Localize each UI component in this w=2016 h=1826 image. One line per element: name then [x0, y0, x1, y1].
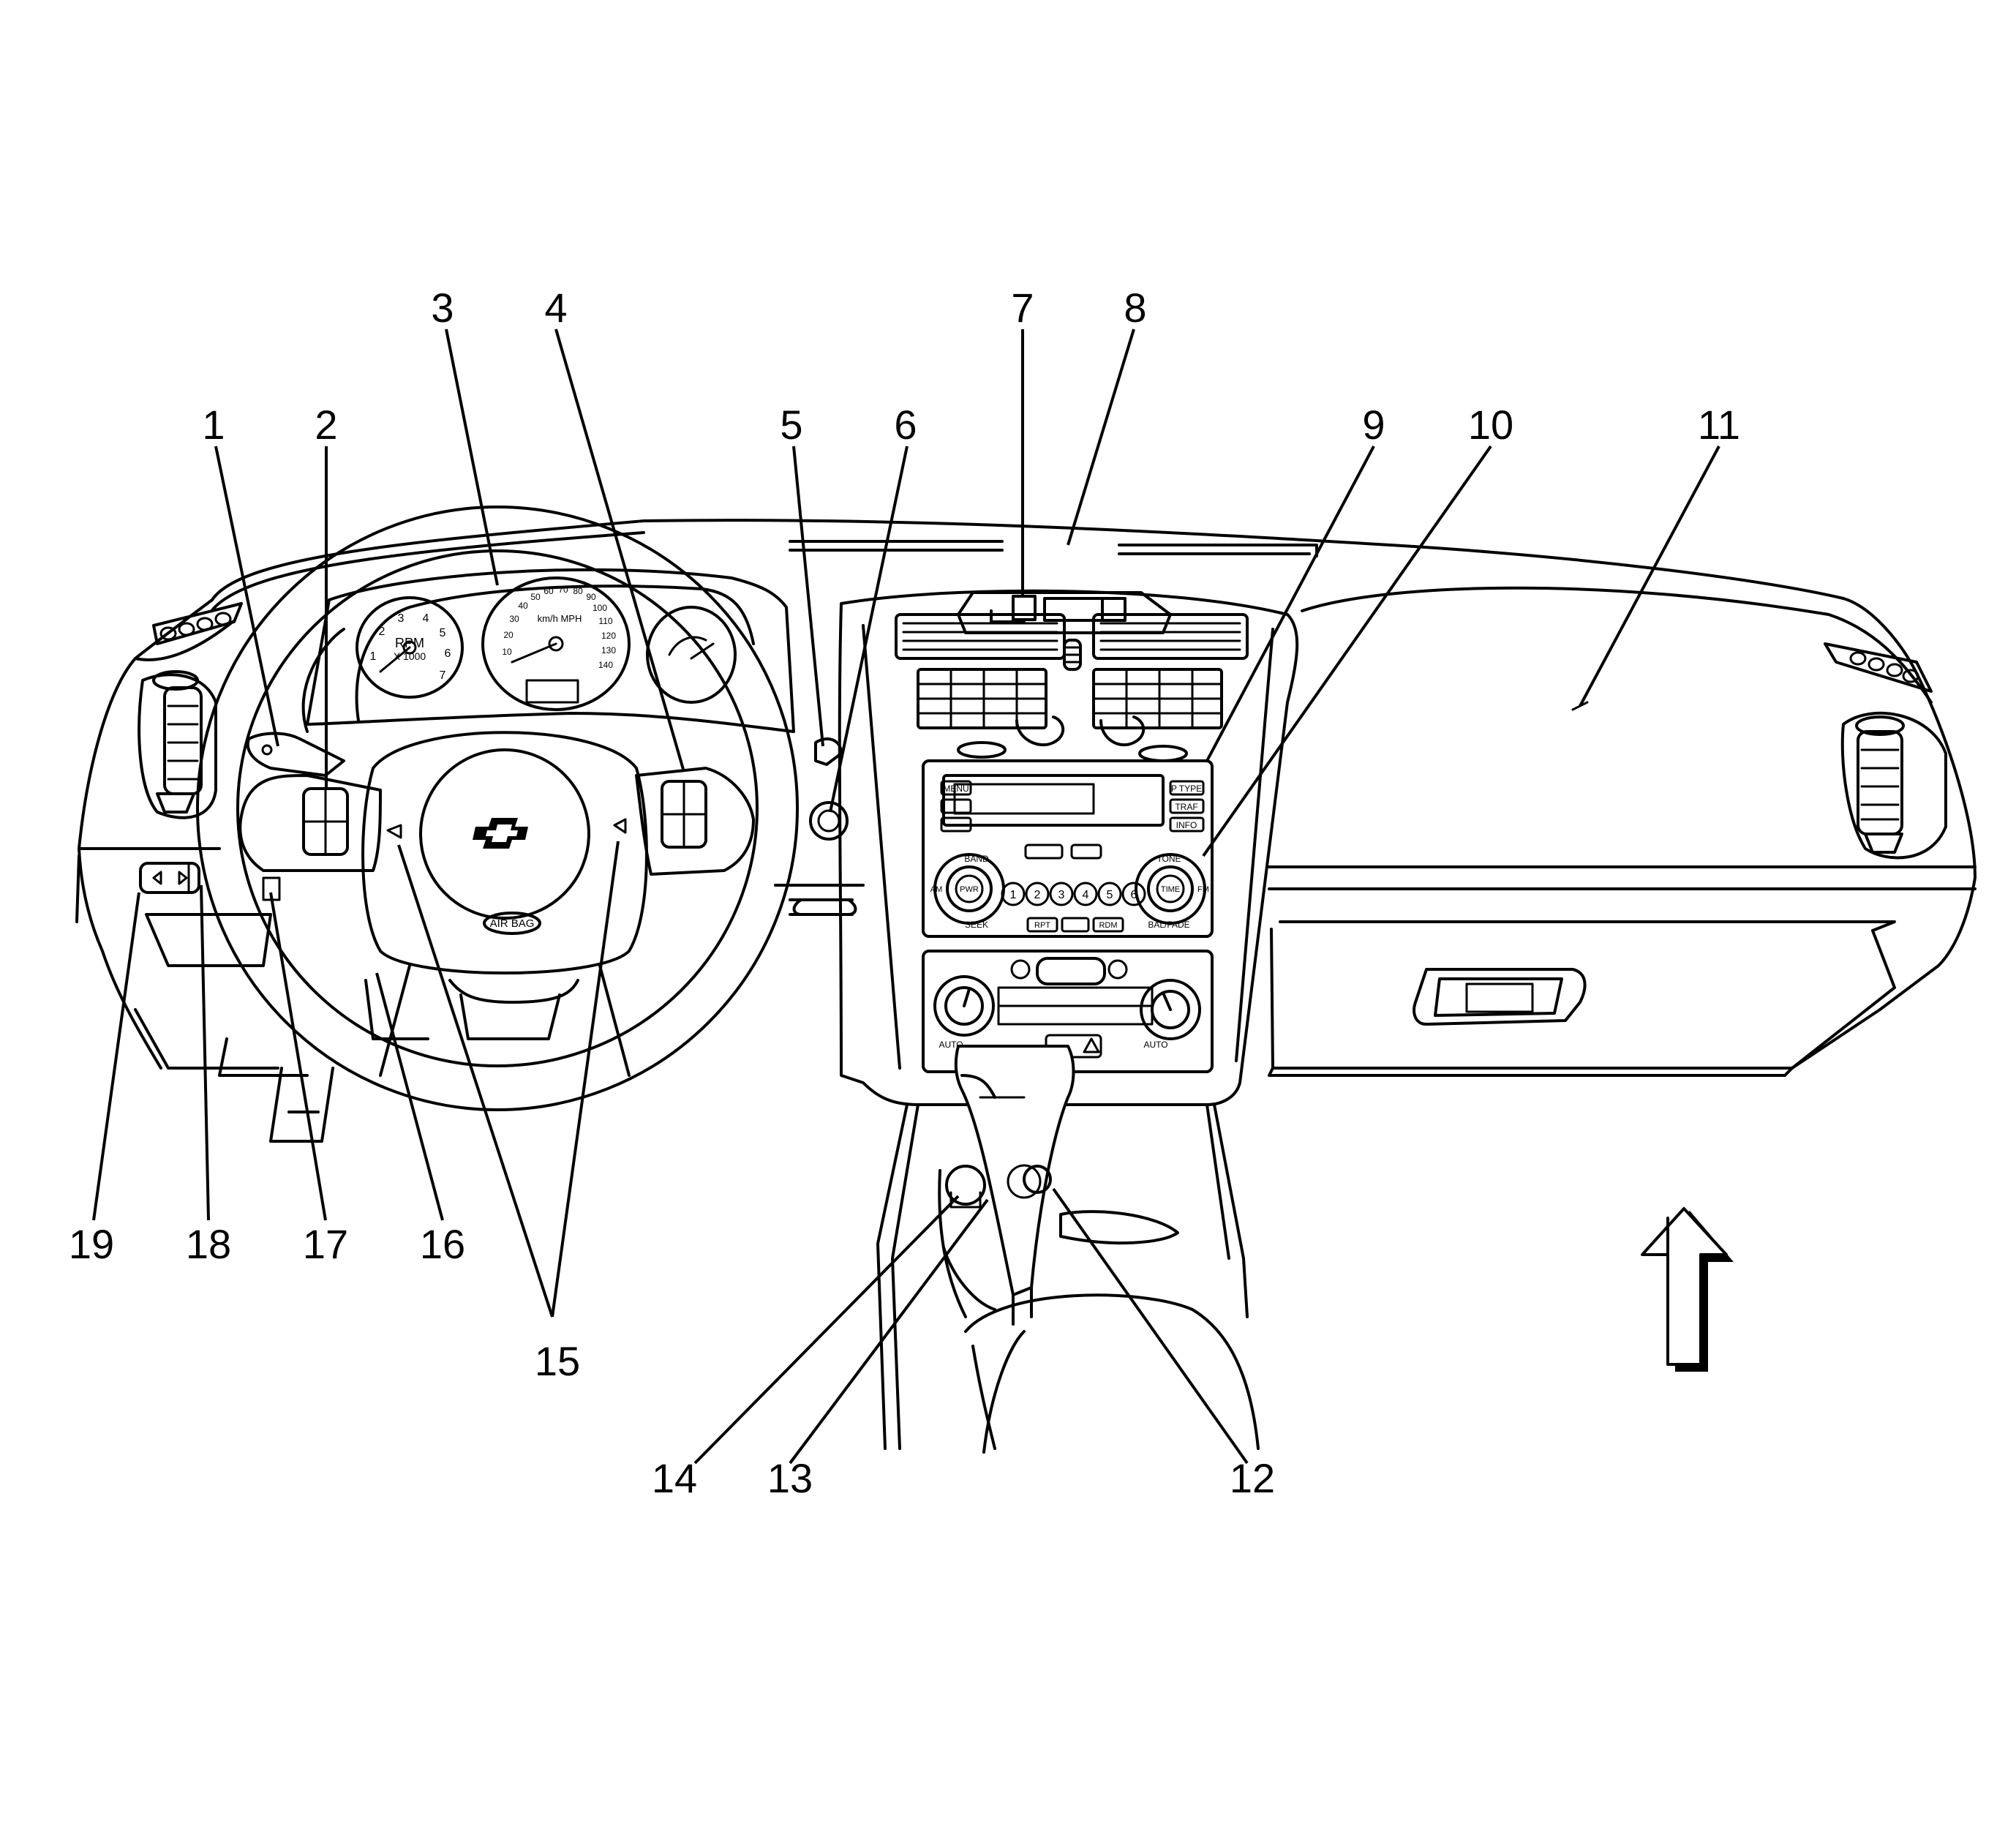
- bowtie-emblem-icon: [473, 818, 528, 849]
- instrument-cluster: RPM X 1000 km/h MPH 1 2 3 4 5 6 7 10 20 …: [306, 568, 795, 733]
- dashboard-outline: [75, 519, 1976, 1077]
- callout-9: 9: [1362, 402, 1385, 448]
- tach-number: 7: [440, 669, 446, 682]
- callout-7: 7: [1011, 285, 1034, 331]
- preset-6-label: 6: [1131, 889, 1137, 901]
- airbag-label: AIR BAG: [490, 917, 535, 930]
- callout-4: 4: [544, 285, 567, 331]
- callout-15: 15: [535, 1338, 580, 1384]
- callout-3: 3: [431, 285, 454, 331]
- leader-lines: [92, 328, 1720, 1465]
- info-label: INFO: [1176, 820, 1197, 830]
- rpm-label: RPM: [395, 636, 424, 650]
- callout-2: 2: [315, 402, 337, 448]
- center-console: [876, 1045, 1260, 1454]
- preset-1-label: 1: [1010, 889, 1017, 901]
- left-outer-vent: [138, 602, 243, 819]
- speed-number: 110: [598, 616, 612, 626]
- callout-11: 11: [1698, 402, 1740, 448]
- speed-number: 10: [502, 647, 512, 657]
- speed-number: 120: [601, 631, 616, 641]
- callout-6: 6: [894, 402, 917, 448]
- time-label: TIME: [1161, 885, 1180, 894]
- speed-number: 50: [530, 592, 541, 602]
- right-outer-vent: [1824, 642, 1947, 860]
- callout-labels: 1 2 3 4 5 6 7 8 9 10 11 12 13 14 15 16 1…: [69, 285, 1740, 1501]
- speed-numbers: 10 20 30 40 50 60 70 80 90 100 110 120 1…: [502, 585, 616, 670]
- center-stack: 1 2 3 4 5 6 MENU P TYPE TRAF INFO BAND S…: [838, 589, 1299, 1454]
- radio-unit: 1 2 3 4 5 6 MENU P TYPE TRAF INFO BAND S…: [922, 759, 1214, 938]
- radio-presets: 1 2 3 4 5 6: [1001, 882, 1146, 906]
- callout-18: 18: [186, 1221, 231, 1267]
- callout-17: 17: [303, 1221, 348, 1267]
- speed-number: 130: [601, 645, 616, 655]
- speed-number: 30: [509, 614, 519, 624]
- preset-2-label: 2: [1034, 889, 1041, 901]
- tach-numbers: 1 2 3 4 5 6 7: [370, 612, 451, 682]
- preset-5-label: 5: [1107, 889, 1113, 901]
- callout-16: 16: [420, 1221, 465, 1267]
- tone-label: TONE: [1156, 854, 1181, 864]
- preset-3-label: 3: [1058, 889, 1065, 901]
- callout-1: 1: [202, 402, 225, 448]
- left-side-controls: [139, 732, 849, 901]
- speed-number: 60: [544, 586, 554, 596]
- balfade-label: BAL/FADE: [1148, 920, 1189, 930]
- callout-10: 10: [1468, 402, 1513, 448]
- auto-label-right: AUTO: [1143, 1040, 1167, 1050]
- callout-13: 13: [767, 1455, 813, 1501]
- callout-19: 19: [69, 1221, 114, 1267]
- rdm-label: RDM: [1099, 921, 1117, 930]
- callout-14: 14: [652, 1455, 697, 1501]
- pwr-label: PWR: [960, 885, 979, 894]
- band-label: BAND: [964, 854, 989, 864]
- callout-5: 5: [780, 402, 802, 448]
- fm-label: FM: [1197, 885, 1209, 894]
- speed-units-label: km/h MPH: [538, 613, 582, 624]
- speed-number: 100: [593, 603, 607, 613]
- preset-4-label: 4: [1083, 889, 1089, 901]
- center-main-vents: [917, 668, 1223, 762]
- menu-label: MENU: [943, 784, 968, 794]
- tach-number: 6: [445, 647, 451, 660]
- tach-number: 4: [423, 612, 429, 625]
- steering-wheel: AIR BAG: [196, 506, 799, 1143]
- tach-number: 3: [398, 612, 405, 625]
- rpt-label: RPT: [1034, 921, 1050, 930]
- up-arrow-icon: [1641, 1207, 1734, 1372]
- speed-number: 20: [503, 630, 514, 640]
- am-label: AM: [930, 885, 943, 894]
- dash-trim-lines: [181, 847, 865, 916]
- speed-number: 80: [573, 586, 583, 596]
- tach-number: 2: [379, 625, 385, 638]
- center-slot-vents: [895, 613, 1249, 671]
- callout-12: 12: [1230, 1455, 1275, 1501]
- ptype-label: P TYPE: [1171, 784, 1202, 794]
- traf-label: TRAF: [1175, 802, 1197, 812]
- speed-number: 40: [518, 601, 528, 611]
- tach-number: 5: [440, 627, 446, 639]
- callout-8: 8: [1124, 285, 1146, 331]
- speed-number: 90: [586, 592, 596, 602]
- speed-number: 70: [558, 585, 568, 595]
- tach-number: 1: [370, 650, 377, 663]
- rpm-scale-label: X 1000: [394, 650, 426, 662]
- speed-number: 140: [598, 660, 613, 670]
- seek-label: SEEK: [965, 920, 988, 930]
